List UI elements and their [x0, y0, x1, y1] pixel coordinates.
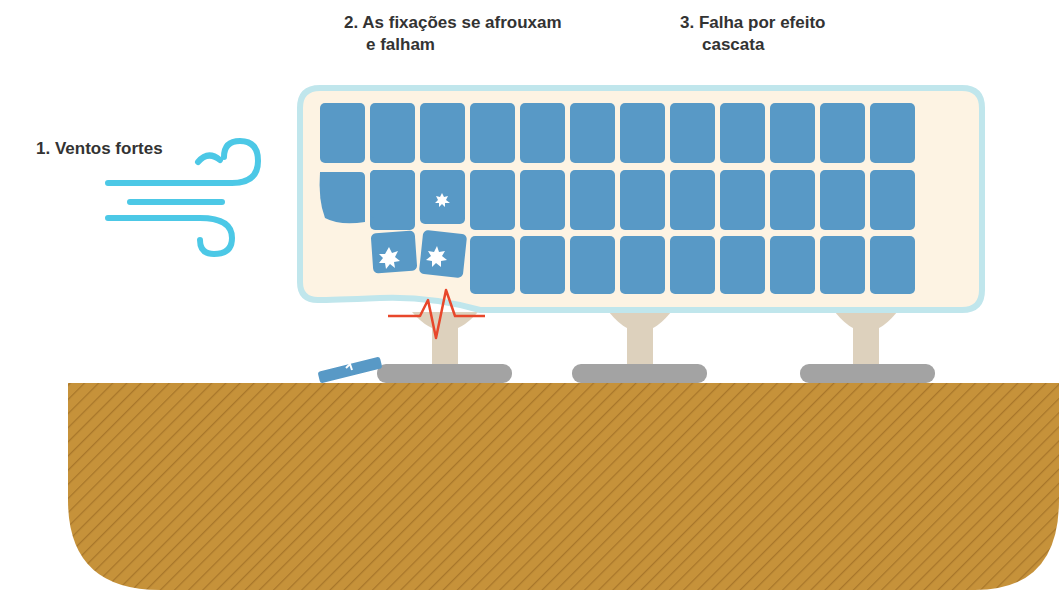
solar-cell — [670, 103, 715, 163]
solar-cell — [520, 103, 565, 163]
solar-cell — [370, 103, 415, 163]
solar-cell — [570, 236, 615, 294]
solar-cell — [720, 103, 765, 163]
panel-frame — [300, 88, 982, 310]
solar-cell — [720, 236, 765, 294]
solar-cell — [620, 170, 665, 230]
step-label: 3. Falha por efeito cascata — [680, 12, 892, 56]
step-label: 2. As fixações se afrouxam e falham — [344, 12, 566, 56]
solar-cell — [570, 170, 615, 230]
solar-cell — [520, 236, 565, 294]
solar-cell — [770, 236, 815, 294]
solar-cell — [620, 103, 665, 163]
solar-cell — [770, 103, 815, 163]
cracked-cells — [320, 172, 468, 278]
bases — [377, 364, 935, 383]
solar-cell — [820, 103, 865, 163]
solar-cell — [820, 170, 865, 230]
stress-line — [388, 290, 485, 338]
supports — [412, 308, 900, 368]
solar-cell — [670, 170, 715, 230]
solar-cell — [870, 170, 915, 230]
solar-cells — [320, 103, 915, 294]
solar-cell — [470, 236, 515, 294]
solar-cell — [470, 103, 515, 163]
solar-cell — [620, 236, 665, 294]
solar-cell — [670, 236, 715, 294]
solar-cell — [370, 170, 415, 218]
solar-cell — [520, 170, 565, 230]
step-label: 1. Ventos fortes — [36, 138, 258, 160]
solar-cell — [420, 170, 465, 224]
solar-cell — [320, 103, 365, 163]
ground — [68, 383, 1059, 590]
solar-cell — [870, 236, 915, 294]
solar-cell — [570, 103, 615, 163]
solar-cell — [470, 170, 515, 230]
solar-cell — [420, 103, 465, 163]
solar-cell — [720, 170, 765, 230]
solar-cell — [770, 170, 815, 230]
solar-cell — [870, 103, 915, 163]
fallen-piece — [317, 356, 382, 383]
solar-cell — [820, 236, 865, 294]
solar-cell — [370, 170, 415, 230]
